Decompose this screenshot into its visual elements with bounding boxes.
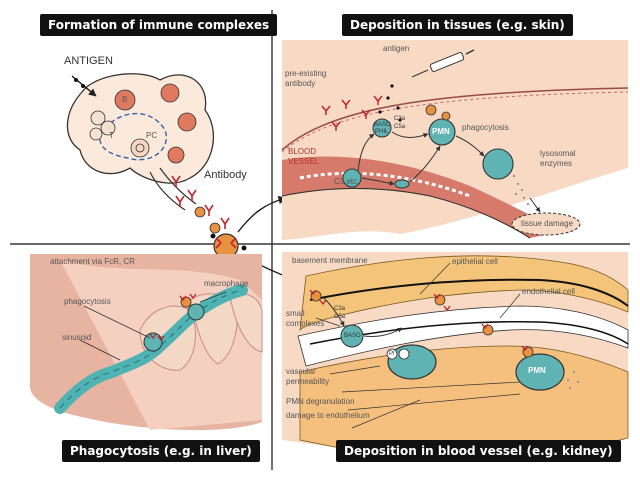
vessel-complexes <box>309 289 534 358</box>
label-antibody: Antibody <box>204 169 247 181</box>
label-tissue-c5a: C5a <box>394 124 406 130</box>
label-blood-vessel-2: VESSEL <box>288 157 320 166</box>
label-vascular-1: vascular <box>286 367 316 376</box>
tissue-antigen-dots <box>378 84 402 122</box>
label-vessel-baso: BASO <box>344 333 361 339</box>
label-macrophage: macrophage <box>204 279 249 288</box>
title-formation: Formation of immune complexes <box>40 14 278 36</box>
tissue-arrows <box>357 131 485 186</box>
label-liver-phagocytosis: phagocytosis <box>64 297 111 306</box>
antibody-symbols <box>171 175 230 229</box>
label-small-2: complexes <box>286 319 325 328</box>
liver-pointer-lines <box>79 291 227 361</box>
label-basement-membrane: basement membrane <box>292 256 368 265</box>
label-plasma-cell: PC <box>146 131 158 140</box>
vessel-arrows <box>323 297 403 337</box>
label-endothelial: endothelial cell <box>522 287 575 296</box>
label-tissue-pmn: PMN <box>432 127 450 136</box>
title-liver: Phagocytosis (e.g. in liver) <box>62 440 260 462</box>
label-damage-endothelium: damage to endothelium <box>286 411 370 420</box>
label-small-1: small <box>286 309 305 318</box>
label-blood-vessel-1: BLOOD <box>288 147 317 156</box>
vessel-cells <box>340 324 565 391</box>
label-tissue-damage: tissue damage <box>521 219 574 228</box>
label-b-cell: B <box>122 95 128 104</box>
label-vessel-c3a: C3a <box>334 306 346 312</box>
label-tissue-baso: BASO <box>374 122 391 128</box>
label-tissue-baso-2: PHIL <box>375 129 389 135</box>
label-tissue-c3: C3 etc. <box>334 177 360 186</box>
label-vascular-2: permeability <box>286 377 330 386</box>
label-vessel-pmn: PMN <box>528 366 546 375</box>
label-lysosomal-2: enzymes <box>540 159 573 168</box>
label-attachment: attachment via FcR, CR <box>50 257 135 266</box>
label-pmn-degranulation: PMN degranulation <box>286 397 355 406</box>
lymph-node <box>66 73 215 211</box>
kidney-vessel <box>282 252 629 456</box>
label-tissue-phagocytosis: phagocytosis <box>462 123 509 132</box>
label-vessel-pl: Pl <box>389 351 395 357</box>
tissue-antibodies <box>321 95 383 131</box>
degranulation-dots <box>560 370 580 390</box>
title-vessel: Deposition in blood vessel (e.g. kidney) <box>336 440 621 462</box>
vessel-pointer-lines <box>315 262 521 429</box>
label-t-cell: T <box>109 131 114 140</box>
lysosomal-dots <box>512 174 530 206</box>
label-epithelial: epithelial cell <box>452 257 498 266</box>
label-sinusoid: sinusoid <box>62 333 92 342</box>
label-tissue-c3a: C3a <box>394 116 406 122</box>
label-lysosomal-1: lysosomal <box>540 149 576 158</box>
label-vessel-c5a: C5a <box>334 314 346 320</box>
syringe-icon <box>411 49 475 78</box>
title-tissue: Deposition in tissues (e.g. skin) <box>342 14 573 36</box>
label-pre-existing-2: antibody <box>285 79 316 88</box>
tissue-cells <box>342 104 514 189</box>
tissue-damage-area <box>511 197 581 236</box>
skin-tissue <box>281 40 629 240</box>
label-antigen: ANTIGEN <box>64 55 113 67</box>
kupffer-cells <box>143 293 205 352</box>
label-pre-existing-1: pre-existing <box>285 69 327 78</box>
label-tissue-antigen: antigen <box>383 44 410 53</box>
immune-complexes-formation <box>194 206 221 234</box>
antigen-arrow <box>71 75 97 97</box>
